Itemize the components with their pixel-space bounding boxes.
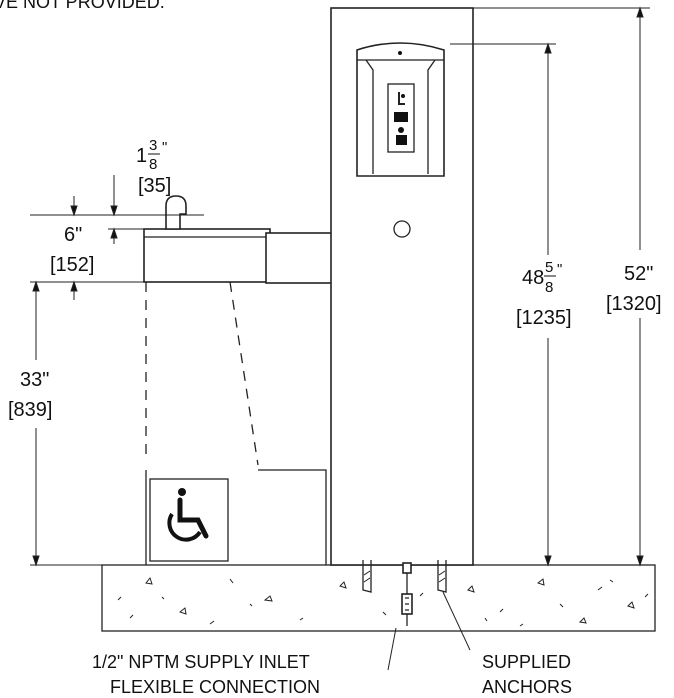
callout-supply-line2: FLEXIBLE CONNECTION xyxy=(110,677,320,697)
basin xyxy=(143,228,271,283)
accessibility-panel xyxy=(149,478,229,562)
dim-filler-mm: [1235] xyxy=(516,307,572,329)
dim-basin-mm: [152] xyxy=(50,254,94,276)
sensor-hole xyxy=(393,220,411,238)
wheelchair-accessibility-icon xyxy=(167,488,209,542)
aggregate-speckles xyxy=(117,576,649,627)
dim-filler-num: 5 xyxy=(545,259,553,276)
dispenser-head xyxy=(356,42,445,177)
dim-bubbler-den: 8 xyxy=(149,156,157,173)
dim-rim-inch: 33" xyxy=(20,369,49,391)
bottle-filling-icon xyxy=(398,92,405,105)
dim-overall-mm: [1320] xyxy=(606,293,662,315)
callout-anchors-line2: ANCHORS xyxy=(482,677,572,697)
sensor-icon xyxy=(394,112,408,122)
dim-filler-whole: 48 xyxy=(522,267,544,289)
control-panel xyxy=(387,83,415,153)
supply-inlet-fitting xyxy=(401,562,413,626)
dim-overall-inch: 52" xyxy=(624,263,653,285)
dim-basin-inch: 6" xyxy=(64,224,82,246)
anchor-right xyxy=(437,560,447,593)
dim-bubbler-whole: 1 xyxy=(136,145,147,167)
dim-filler-suffix: " xyxy=(557,261,562,278)
dim-filler-den: 8 xyxy=(545,279,553,296)
anchor-left xyxy=(362,560,372,593)
dimension-lines xyxy=(30,6,650,671)
push-button-icon xyxy=(396,127,407,145)
dim-filler-height: 48 5 8 " [1235] xyxy=(516,259,572,329)
bubbler xyxy=(165,195,187,230)
dim-bubbler-num: 3 xyxy=(149,137,157,154)
bottle-filler-tower xyxy=(330,7,474,566)
callout-anchors-line1: SUPPLIED xyxy=(482,652,571,672)
callout-supply-line1: 1/2" NPTM SUPPLY INLET xyxy=(92,652,310,672)
dim-bubbler-offset: 1 3 8 " [35] xyxy=(136,137,171,197)
dim-bubbler-suffix: " xyxy=(162,139,167,156)
concrete-slab xyxy=(101,564,656,632)
dim-bubbler-mm: [35] xyxy=(138,175,171,197)
fountain-unit xyxy=(143,195,349,565)
header-note: VE NOT PROVIDED. xyxy=(0,0,165,12)
dim-rim-mm: [839] xyxy=(8,399,52,421)
